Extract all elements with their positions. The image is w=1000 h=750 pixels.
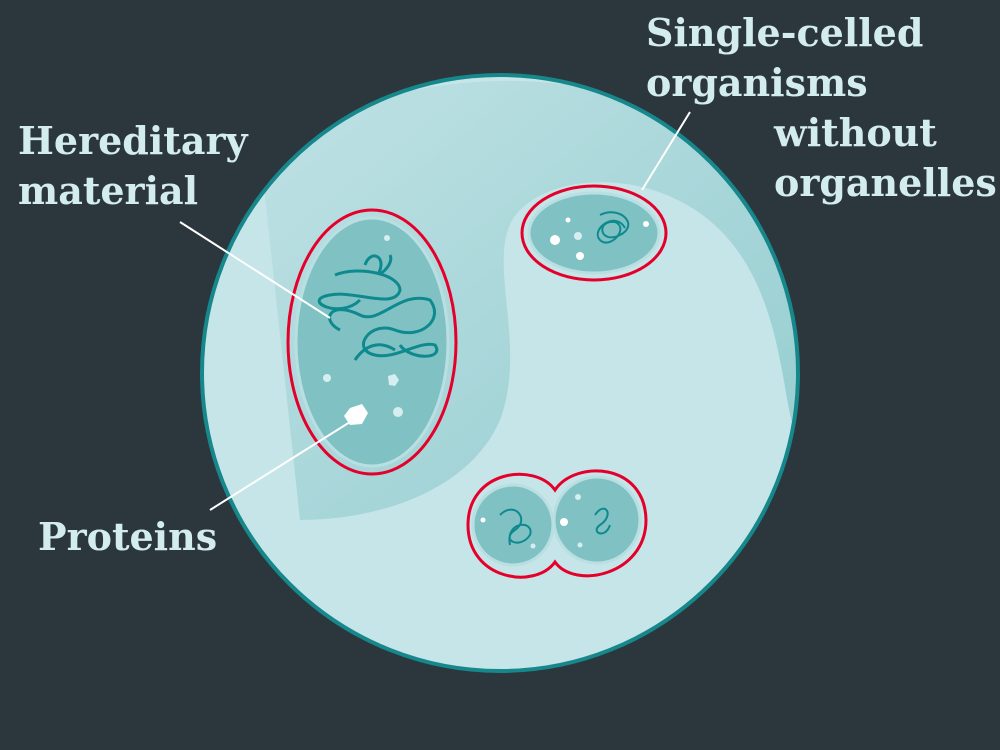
proteins-leader — [209, 421, 351, 511]
protein-icon — [344, 404, 368, 425]
small-cell-top — [520, 184, 668, 282]
label-line: Single-celled — [646, 10, 924, 55]
proteins-label: Proteins — [38, 514, 218, 559]
dividing-cell — [466, 469, 648, 579]
hereditary-leader — [179, 221, 331, 319]
leader-lines — [179, 111, 691, 511]
label-line: material — [18, 168, 199, 213]
hereditary-material-label: Hereditary material — [18, 116, 248, 216]
dna-strand — [317, 254, 439, 361]
dna-strand — [596, 211, 630, 244]
single-celled-label-b: without organelles — [774, 108, 997, 208]
organisms-leader — [641, 111, 691, 191]
label-line: Hereditary — [18, 118, 248, 163]
label-line: without — [774, 110, 937, 155]
label-line: organelles — [774, 160, 997, 205]
large-cell — [286, 208, 458, 476]
label-line: organisms — [646, 60, 868, 105]
single-celled-label-a: Single-celled organisms — [646, 8, 923, 108]
